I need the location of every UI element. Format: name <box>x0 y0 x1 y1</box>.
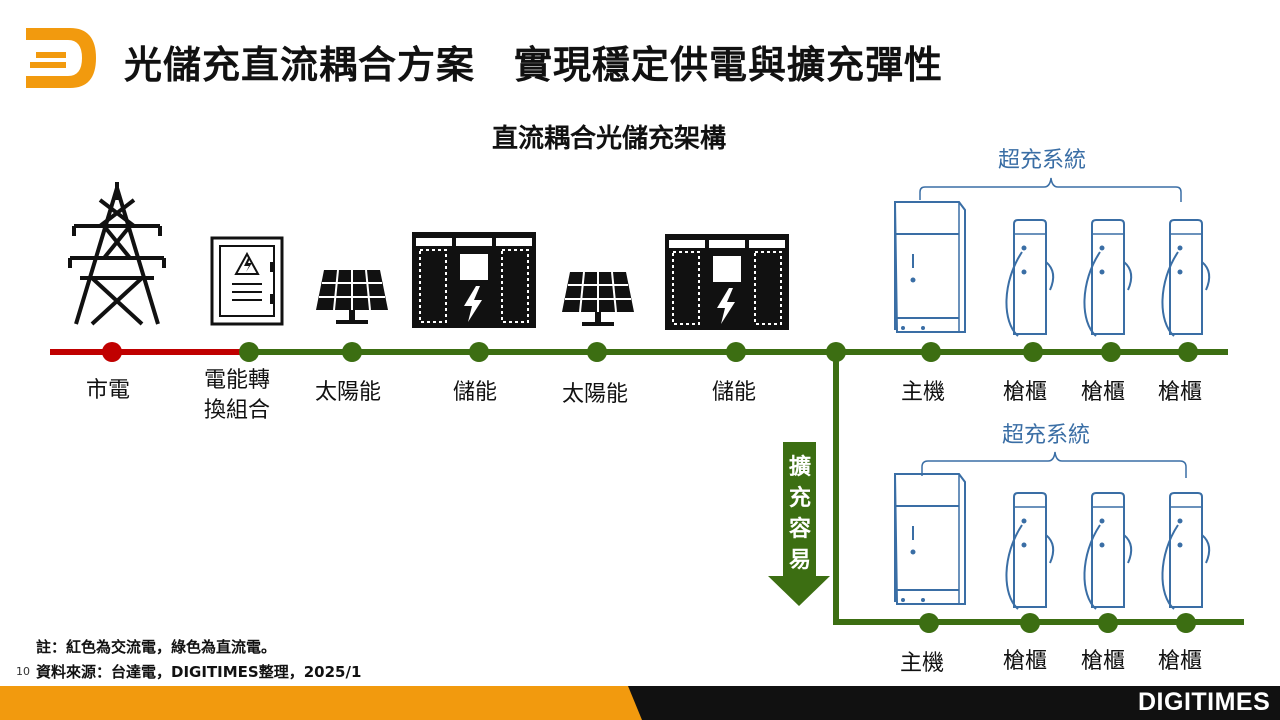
expansion-label-char-4: 易 <box>788 548 811 573</box>
diagram-title: 直流耦合光儲充架構 <box>492 124 727 154</box>
node-storage-1 <box>469 342 489 362</box>
super-charging-bracket-bottom <box>921 451 1187 478</box>
charger-host-cabinet-icon <box>894 473 966 605</box>
solar-panel-icon <box>561 271 635 327</box>
expansion-arrow <box>768 442 830 606</box>
node-junction <box>826 342 846 362</box>
battery-storage-icon <box>411 231 537 329</box>
node-post-top-2 <box>1101 342 1121 362</box>
super-charging-bracket-top <box>919 177 1182 202</box>
node-converter <box>239 342 259 362</box>
label-post-top-3: 槍櫃 <box>1158 380 1203 405</box>
node-grid <box>102 342 122 362</box>
label-post-bottom-1: 槍櫃 <box>1003 649 1048 674</box>
digitimes-brand: DIGITIMES <box>1138 688 1271 716</box>
super-charging-label-top: 超充系統 <box>998 148 1087 173</box>
architecture-diagram <box>50 177 1244 633</box>
node-post-top-1 <box>1023 342 1043 362</box>
charging-post-icon <box>1161 219 1211 337</box>
label-post-top-1: 槍櫃 <box>1003 380 1048 405</box>
node-post-bottom-1 <box>1020 613 1040 633</box>
charging-post-icon <box>1083 492 1133 610</box>
super-charging-label-bottom: 超充系統 <box>1002 423 1091 448</box>
label-solar-2: 太陽能 <box>562 382 629 407</box>
battery-storage-icon <box>664 233 790 331</box>
node-solar-1 <box>342 342 362 362</box>
label-solar-1: 太陽能 <box>315 380 382 405</box>
color-note: 註：紅色為交流電，綠色為直流電。 <box>36 638 277 656</box>
charger-host-cabinet-icon <box>894 201 966 333</box>
page-number: 10 <box>16 665 30 678</box>
charging-post-icon <box>1005 492 1055 610</box>
label-post-bottom-3: 槍櫃 <box>1158 649 1203 674</box>
page-title: 光儲充直流耦合方案 實現穩定供電與擴充彈性 <box>124 43 944 87</box>
solar-panel-icon <box>315 269 389 325</box>
node-post-bottom-2 <box>1098 613 1118 633</box>
label-grid: 市電 <box>86 378 131 403</box>
charging-post-icon <box>1005 219 1055 337</box>
node-host-bottom <box>919 613 939 633</box>
expansion-label-char-2: 充 <box>788 486 811 511</box>
label-storage-1: 儲能 <box>453 380 498 405</box>
label-host-bottom: 主機 <box>900 651 945 676</box>
node-post-bottom-3 <box>1176 613 1196 633</box>
source-note: 資料來源：台達電，DIGITIMES整理，2025/1 <box>36 663 362 681</box>
label-host-top: 主機 <box>901 380 946 405</box>
node-host-top <box>921 342 941 362</box>
charging-post-icon <box>1161 492 1211 610</box>
label-storage-2: 儲能 <box>712 380 757 405</box>
node-solar-2 <box>587 342 607 362</box>
node-storage-2 <box>726 342 746 362</box>
electrical-cabinet-icon <box>210 236 284 326</box>
label-post-bottom-2: 槍櫃 <box>1081 649 1126 674</box>
expansion-label-char-3: 容 <box>788 517 811 542</box>
label-post-top-2: 槍櫃 <box>1081 380 1126 405</box>
transmission-tower-icon <box>68 182 166 326</box>
digitimes-logo-icon <box>26 28 96 88</box>
expansion-label-char-1: 擴 <box>788 455 811 480</box>
node-post-top-3 <box>1178 342 1198 362</box>
charging-post-icon <box>1083 219 1133 337</box>
footer-bar <box>0 686 1280 720</box>
label-converter: 電能轉 換組合 <box>204 368 271 423</box>
